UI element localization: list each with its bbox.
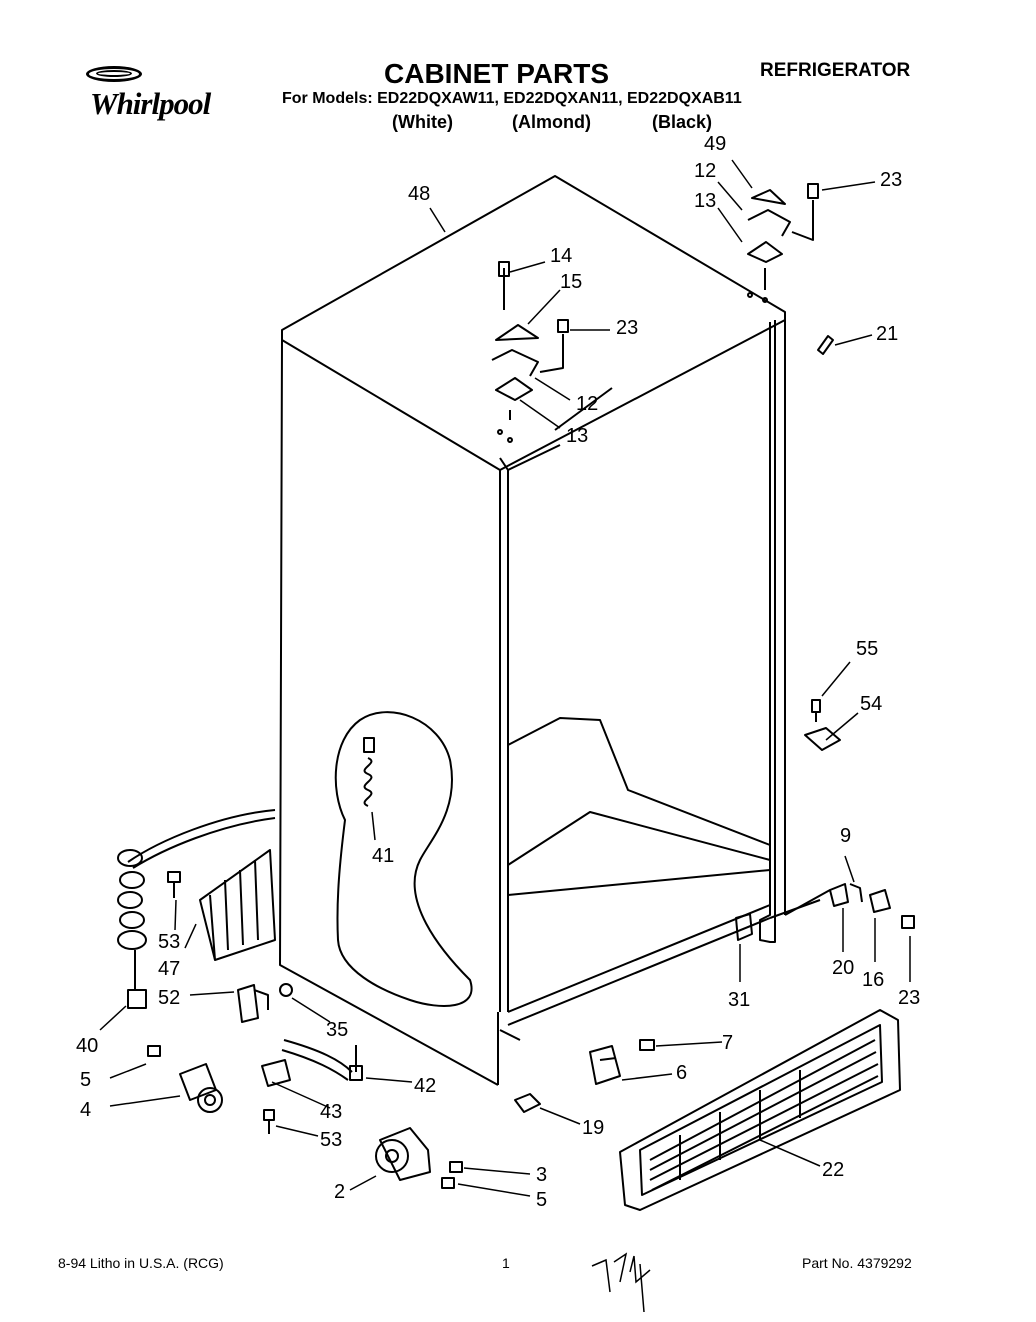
part-19 [514,1093,541,1113]
callout-5: 5 [80,1069,91,1091]
callout-12: 12 [694,160,716,182]
callout-15: 15 [560,271,582,293]
callout-3: 3 [536,1164,547,1186]
callout-23: 23 [880,169,902,191]
leader-lines [99,159,911,1197]
callout-12b: 12 [576,393,598,415]
callout-16: 16 [862,969,884,991]
handwritten-mark [591,1252,651,1313]
callout-21: 21 [876,323,898,345]
callout-14: 14 [550,245,572,267]
callout-13b: 13 [566,425,588,447]
callout-4: 4 [80,1099,91,1121]
page-title: CABINET PARTS [384,58,610,89]
callout-42: 42 [414,1075,436,1097]
bracket-part-52 [237,983,293,1023]
callout-19: 19 [582,1117,604,1139]
screw-part-53-lower [263,1109,275,1134]
bracket-part-6 [589,1039,655,1085]
callout-40: 40 [76,1035,98,1057]
screw-part-53 [167,871,181,898]
callout-54: 54 [860,693,882,715]
footer-page-number: 1 [502,1255,510,1271]
cabinet-shell [279,175,831,1086]
color-almond: (Almond) [512,112,591,132]
callout-13: 13 [694,190,716,212]
callout-49: 49 [704,133,726,155]
clip-part-21 [817,335,834,355]
logo-wordmark: Whirlpool [90,86,211,121]
callout-53b: 53 [320,1129,342,1151]
callout-23c: 23 [898,987,920,1009]
callout-41: 41 [372,845,394,867]
top-hinge-right [747,183,819,303]
control-box-47 [199,849,276,961]
callout-labels: 49 12 13 23 48 14 15 23 21 12 13 55 54 4… [76,133,920,1211]
callout-20: 20 [832,957,854,979]
callout-53: 53 [158,931,180,953]
callout-7: 7 [722,1032,733,1054]
grille-part-22 [619,1009,901,1211]
callout-47: 47 [158,958,180,980]
footer-part-number: Part No. 4379292 [802,1255,912,1271]
top-hinge-left [491,261,569,443]
power-cord-40 [117,809,276,1009]
product-category: REFRIGERATOR [760,60,911,81]
bracket-part-9 [829,883,915,929]
color-white: (White) [392,112,453,132]
color-black: (Black) [652,112,713,132]
callout-22: 22 [822,1159,844,1181]
coil-part-41 [363,737,375,807]
logo-ellipse-inner [96,70,132,77]
callout-6: 6 [676,1062,687,1084]
logo-ellipse [86,66,142,82]
callout-9: 9 [840,825,851,847]
callout-43: 43 [320,1101,342,1123]
callout-52: 52 [158,987,180,1009]
callout-48: 48 [408,183,430,205]
roller-part-2 [375,1127,463,1189]
callout-5b: 5 [536,1189,547,1211]
callout-55: 55 [856,638,878,660]
models-line: For Models: ED22DQXAW11, ED22DQXAN11, ED… [282,90,742,107]
callout-2: 2 [334,1181,345,1203]
whirlpool-logo: Whirlpool [82,66,232,146]
part-31 [735,913,753,941]
callout-23b: 23 [616,317,638,339]
footer-litho: 8-94 Litho in U.S.A. (RCG) [58,1255,224,1271]
roller-part-4 [147,1045,223,1113]
tube-part-42 [261,1039,363,1087]
callout-31: 31 [728,989,750,1011]
bracket-part-54 [804,699,841,751]
insulation-cutaway [334,711,473,1007]
callout-35: 35 [326,1019,348,1041]
